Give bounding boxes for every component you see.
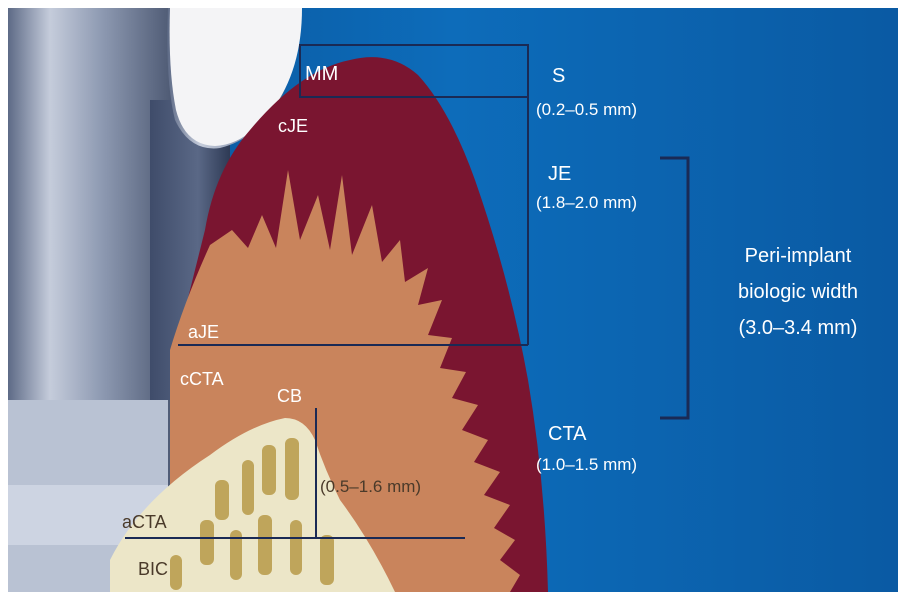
measure-cta-name: CTA bbox=[548, 423, 587, 445]
trabecula bbox=[320, 535, 334, 585]
trabecula bbox=[262, 445, 276, 495]
measure-s-range: (0.2–0.5 mm) bbox=[536, 100, 637, 119]
trabecula bbox=[242, 460, 254, 515]
measure-je-range: (1.8–2.0 mm) bbox=[536, 193, 637, 212]
label-cb: CB bbox=[277, 386, 302, 406]
label-ccta: cCTA bbox=[180, 369, 224, 389]
biologic-width-line2: biologic width bbox=[738, 281, 858, 303]
label-aje: aJE bbox=[188, 322, 219, 342]
trabecula bbox=[170, 555, 182, 590]
measure-s-name: S bbox=[552, 65, 565, 87]
label-cje: cJE bbox=[278, 116, 308, 136]
label-mm: MM bbox=[305, 63, 338, 85]
trabecula bbox=[215, 480, 229, 520]
biologic-width-line3: (3.0–3.4 mm) bbox=[739, 317, 858, 339]
measure-je-name: JE bbox=[548, 163, 571, 185]
trabecula bbox=[258, 515, 272, 575]
trabecula bbox=[285, 438, 299, 500]
biologic-width-line1: Peri-implant bbox=[745, 245, 852, 267]
measure-cta-range: (1.0–1.5 mm) bbox=[536, 455, 637, 474]
measure-cb-range: (0.5–1.6 mm) bbox=[320, 477, 421, 496]
trabecula bbox=[200, 520, 214, 565]
label-acta: aCTA bbox=[122, 512, 167, 532]
trabecula bbox=[290, 520, 302, 575]
label-bic: BIC bbox=[138, 559, 168, 579]
